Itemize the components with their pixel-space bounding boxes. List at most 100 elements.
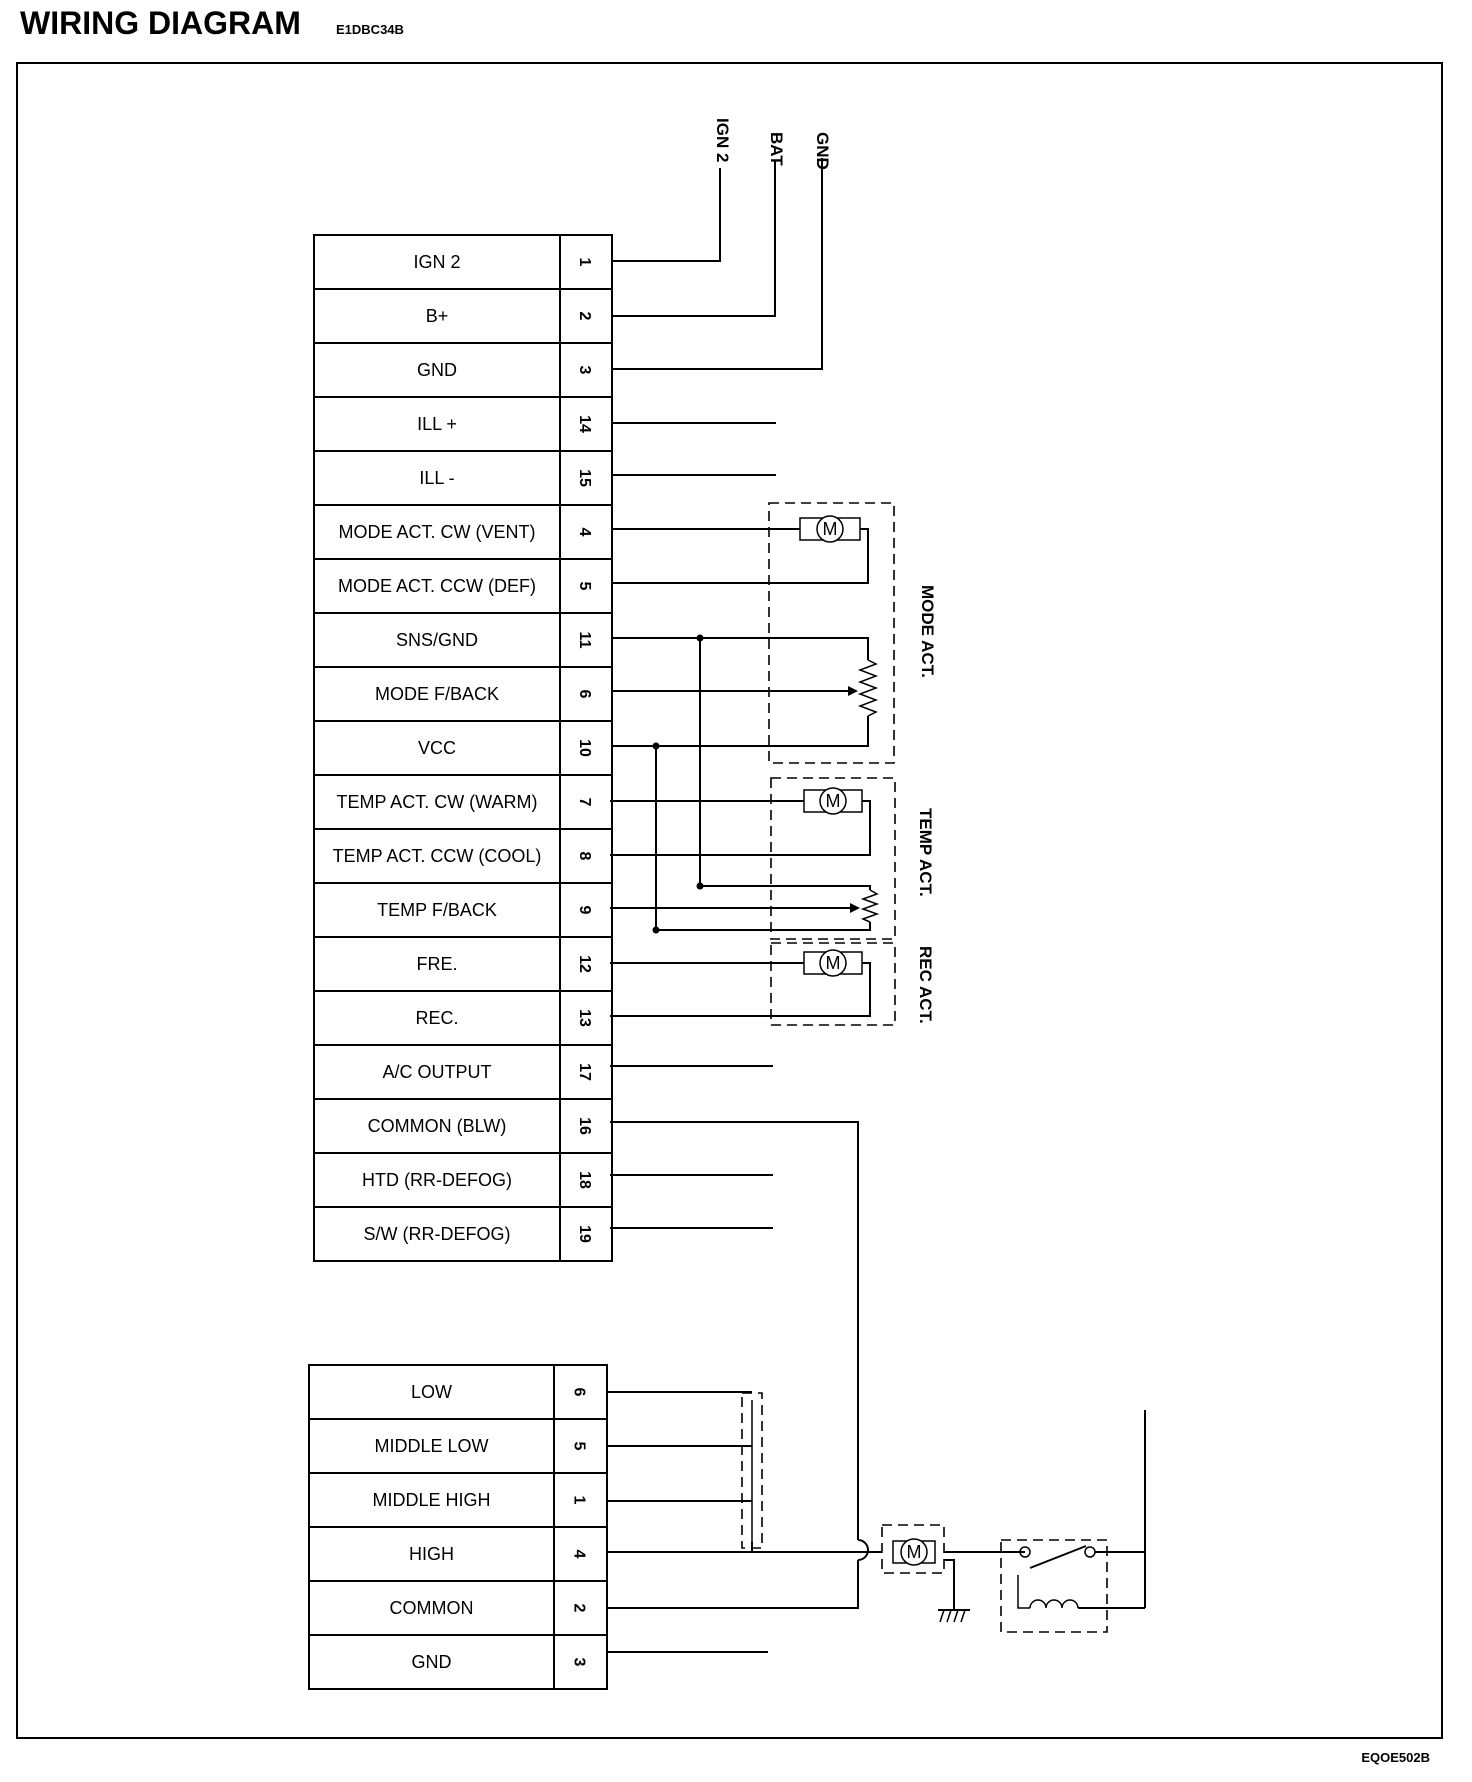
upper-connector-pin-label: MODE F/BACK	[375, 684, 499, 704]
upper-connector-pin-number: 2	[576, 312, 593, 321]
wire-sns-gnd	[612, 637, 869, 660]
temp-feedback-pot-icon	[860, 889, 880, 923]
lower-connector-pin-number: 1	[571, 1496, 588, 1505]
wire-rec	[610, 962, 871, 1017]
relay-contact-left	[1019, 1546, 1031, 1558]
lower-connector-pin-label: COMMON	[390, 1598, 474, 1618]
wire-high-resistor	[608, 1542, 753, 1553]
upper-connector-row: B+ 2	[313, 288, 613, 344]
rec-actuator: M REC ACT.	[610, 942, 935, 1026]
ground-icon	[938, 1609, 970, 1623]
svg-text:M: M	[826, 791, 841, 811]
upper-connector-pin-number: 1	[576, 258, 593, 267]
upper-connector-pin-number: 8	[576, 852, 593, 861]
upper-connector-row: MODE ACT. CCW (DEF)5	[313, 558, 613, 614]
wire-bat	[612, 160, 776, 317]
wire-temp-ccw	[610, 800, 871, 856]
upper-connector-pin-number: 4	[576, 528, 593, 537]
lower-connector-pin-number: 5	[571, 1442, 588, 1451]
wire-gnd	[612, 158, 823, 370]
upper-connector-row: A/C OUTPUT 17	[313, 1044, 613, 1100]
upper-connector-pin-label: TEMP ACT. CW (WARM)	[337, 792, 538, 812]
lower-connector-pin-label: MIDDLE LOW	[374, 1436, 488, 1456]
upper-connector-row: HTD (RR-DEFOG) 18	[313, 1152, 613, 1208]
upper-connector-pin-label: VCC	[418, 738, 456, 758]
lower-connector-row: COMMON 2	[308, 1580, 608, 1636]
relay-coil-icon	[1029, 1599, 1079, 1609]
upper-connector-row: IGN 2 1	[313, 234, 613, 290]
upper-connector-pin-number: 10	[576, 739, 593, 757]
sensor-bus	[612, 634, 770, 934]
upper-connector-pin-number: 15	[576, 469, 593, 487]
mode-feedback-pot-icon	[857, 659, 879, 717]
upper-connector-pin-number: 7	[576, 798, 593, 807]
blower-circuit: M	[608, 1121, 1146, 1633]
upper-connector-pin-label: IGN 2	[413, 252, 460, 272]
upper-connector-row: ILL + 14	[313, 396, 613, 452]
rec-actuator-box	[770, 942, 896, 1026]
upper-connector-row: TEMP ACT. CW (WARM) 7	[313, 774, 613, 830]
upper-connector-pin-number: 18	[576, 1171, 593, 1189]
relay-contact-right	[1084, 1546, 1096, 1558]
wire-mode-pot-end	[770, 716, 869, 747]
blower-motor-icon: M	[892, 1538, 936, 1566]
upper-connector-pin-label: ILL -	[419, 468, 454, 488]
document-code: E1DBC34B	[336, 22, 404, 37]
upper-connector-pin-number: 11	[576, 632, 593, 649]
upper-connector-pin-number: 14	[576, 415, 593, 433]
lower-connector-pin-label: MIDDLE HIGH	[372, 1490, 490, 1510]
mode-wiper-arrow	[848, 686, 858, 696]
upper-connector-pin-cell	[559, 1206, 613, 1262]
rec-actuator-label: REC ACT.	[916, 946, 935, 1024]
top-label-bat: BAT	[767, 132, 786, 166]
upper-connector-row: MODE ACT. CW (VENT)4	[313, 504, 613, 560]
wire-ign2	[612, 168, 721, 262]
svg-text:M: M	[826, 953, 841, 973]
upper-connector-row: TEMP ACT. CCW (COOL) 8	[313, 828, 613, 884]
upper-connector-pin-label: COMMON (BLW)	[368, 1116, 507, 1136]
wire-temp-pot-end	[656, 922, 871, 931]
upper-connector-pin-number: 12	[576, 955, 593, 973]
wire-common-blw	[610, 1121, 859, 1540]
temp-actuator-label: TEMP ACT.	[916, 808, 935, 897]
upper-connector-pin-number: 6	[576, 690, 593, 699]
upper-connector-pin-label: B+	[426, 306, 449, 326]
junction-sns	[696, 634, 704, 642]
lower-connector-pin-number: 2	[571, 1604, 588, 1613]
top-label-gnd: GND	[813, 132, 832, 170]
upper-connector-pin-label: A/C OUTPUT	[382, 1062, 491, 1082]
upper-connector-row: REC.13	[313, 990, 613, 1046]
junction-vcc	[652, 742, 660, 750]
supply-wires	[612, 158, 823, 370]
upper-connector-pin-label: S/W (RR-DEFOG)	[364, 1224, 511, 1244]
svg-text:M: M	[823, 519, 838, 539]
upper-connector-pin-label: MODE ACT. CCW (DEF)	[338, 576, 536, 596]
upper-connector-row: MODE F/BACK 6	[313, 666, 613, 722]
wire-lower-common	[608, 1560, 859, 1609]
upper-connector-pin-label: HTD (RR-DEFOG)	[362, 1170, 512, 1190]
upper-connector-pin-label: ILL +	[417, 414, 457, 434]
temp-actuator: M TEMP ACT.	[610, 777, 935, 940]
lower-connector-row: MIDDLE HIGH 1	[308, 1472, 608, 1528]
upper-connector-row: FRE.12	[313, 936, 613, 992]
upper-connector-pin-label: GND	[417, 360, 457, 380]
rec-motor-icon: M	[803, 949, 863, 977]
svg-text:M: M	[907, 1542, 922, 1562]
upper-connector-row: S/W (RR-DEFOG)19	[313, 1206, 613, 1262]
upper-connector-pin-label: TEMP ACT. CCW (COOL)	[333, 846, 542, 866]
lower-connector-pin-number: 6	[571, 1388, 588, 1397]
temp-wiper-arrow	[850, 903, 860, 913]
wire-coil-left	[1017, 1575, 1030, 1609]
upper-connector-pin-number: 9	[576, 906, 593, 915]
upper-connector-pin-number: 3	[576, 366, 593, 375]
upper-connector-row: COMMON (BLW)16	[313, 1098, 613, 1154]
upper-connector-pin-number: 17	[576, 1063, 593, 1081]
upper-connector-row: VCC 10	[313, 720, 613, 776]
